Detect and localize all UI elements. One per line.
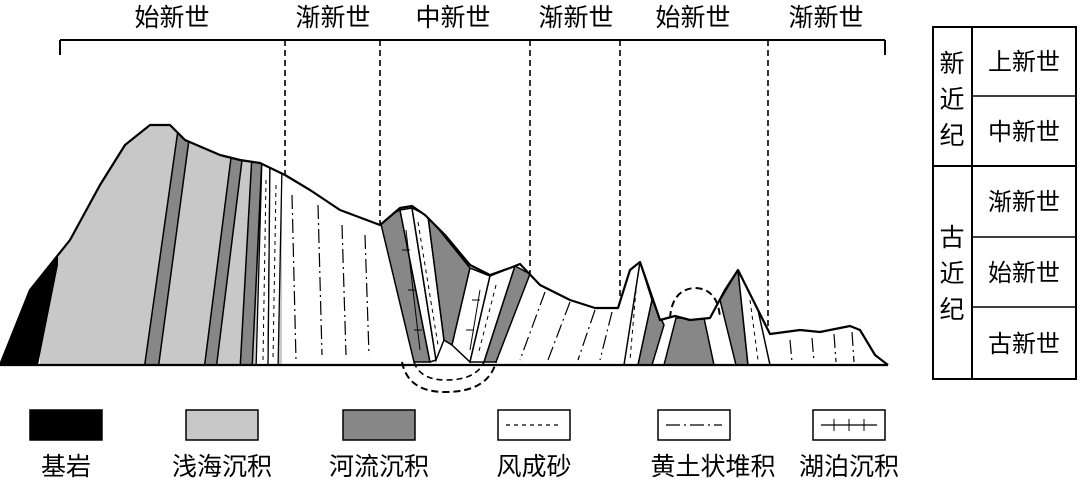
- section-label-3: 中新世: [415, 3, 490, 32]
- sand-marks-left: [262, 179, 277, 361]
- legend-item-bedrock: 基岩: [29, 409, 103, 481]
- legend-label-lacustrine: 湖泊沉积: [799, 452, 899, 481]
- terrain-outline: [0, 123, 889, 366]
- loess-marks-section6: [789, 331, 855, 363]
- anticline-layers-section5: [623, 261, 771, 365]
- legend-item-loess-like: 黄土状堆积: [650, 409, 776, 481]
- section-label-1: 始新世: [134, 3, 209, 32]
- epoch-miocene: 中新世: [988, 118, 1060, 146]
- epoch-pliocene: 上新世: [988, 48, 1060, 76]
- stratigraphic-table: 新 近 纪 古 近 纪 上新世 中新世 渐新世 始新世 古新世: [932, 26, 1077, 380]
- section-label-6: 渐新世: [788, 3, 863, 32]
- top-bracket: [59, 39, 886, 55]
- legend-label-fluvial: 河流沉积: [329, 452, 429, 481]
- cross-section: [0, 125, 888, 365]
- period-paleogene-char-2: 近: [939, 259, 964, 288]
- period-paleogene-char-1: 古: [939, 223, 964, 252]
- lacustrine-marks-section3: [402, 229, 481, 351]
- legend-swatch-shallow-sea: [185, 409, 259, 441]
- section-boundaries: [284, 40, 769, 333]
- loess-marks-section2: [291, 194, 370, 361]
- legend-item-aeolian-sand: 风成砂: [496, 409, 572, 481]
- period-paleogene-char-3: 纪: [939, 295, 964, 324]
- legend-swatch-bedrock: [29, 409, 103, 441]
- sand-marks-section5: [629, 289, 759, 361]
- legend-item-fluvial: 河流沉积: [329, 409, 429, 481]
- section-label-5: 始新世: [655, 3, 730, 32]
- legend-label-shallow-sea: 浅海沉积: [172, 452, 272, 481]
- section-label-4: 渐新世: [538, 3, 613, 32]
- period-neogene-char-1: 新: [939, 49, 964, 78]
- eroded-syncline-inner-trace: [413, 361, 485, 381]
- legend-label-loess-like: 黄土状堆积: [650, 452, 775, 481]
- section-labels: 始新世 渐新世 中新世 渐新世 始新世 渐新世: [134, 3, 863, 32]
- period-neogene-char-3: 纪: [939, 121, 964, 150]
- legend-label-aeolian-sand: 风成砂: [496, 452, 571, 481]
- legend-label-bedrock: 基岩: [41, 452, 91, 481]
- eroded-syncline-trace: [401, 361, 497, 394]
- epoch-oligocene: 渐新世: [988, 188, 1060, 216]
- fold-layers-section3: [379, 206, 531, 364]
- legend-item-lacustrine: 湖泊沉积: [799, 409, 899, 481]
- legend-item-shallow-sea: 浅海沉积: [172, 409, 272, 481]
- epoch-eocene: 始新世: [988, 259, 1060, 287]
- legend-swatch-fluvial: [342, 409, 416, 441]
- loess-marks-section4: [519, 291, 613, 361]
- eroded-anticline-trace: [669, 286, 721, 319]
- section-label-2: 渐新世: [295, 3, 370, 32]
- legend: 基岩 浅海沉积 河流沉积 风成砂 黄土状堆积 湖泊沉积: [29, 409, 899, 481]
- epoch-paleocene: 古新世: [988, 330, 1060, 358]
- period-neogene-char-2: 近: [939, 85, 964, 114]
